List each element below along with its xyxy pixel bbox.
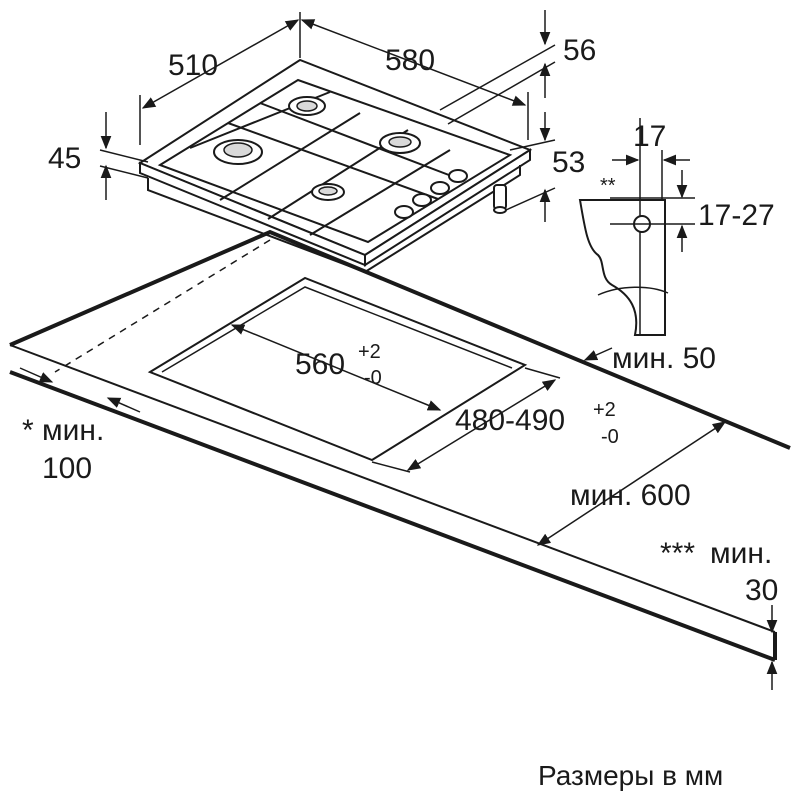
hob-base xyxy=(147,165,521,274)
dim-17: 17 xyxy=(633,120,666,153)
cutout-outline xyxy=(147,276,528,462)
dim-560-main: 560 xyxy=(295,348,345,381)
dim-min-600: мин. 600 xyxy=(570,479,691,512)
dim-min-50: мин. 50 xyxy=(612,342,716,375)
burner-rear-left xyxy=(288,96,326,116)
worktop-top-edge xyxy=(9,229,791,450)
thickness-value: 30 xyxy=(745,574,778,607)
pan-supports xyxy=(157,78,513,244)
dim-560: 560 xyxy=(295,348,345,381)
worktop xyxy=(9,229,791,662)
thickness-mark: *** xyxy=(660,537,695,570)
projection-line xyxy=(54,239,271,373)
dim-480-490-upper-tol: +2 xyxy=(593,399,616,421)
burner-rear-right xyxy=(379,132,421,154)
dim-560-upper-tol: +2 xyxy=(358,341,381,363)
cutout-dimensions xyxy=(19,324,778,690)
dim-560-lower-tol: -0 xyxy=(364,367,382,389)
hob-right-side xyxy=(364,148,531,267)
dim-480-490-lower-tol: -0 xyxy=(601,426,619,448)
hob-dimensions xyxy=(99,10,556,222)
worktop-cutout xyxy=(147,276,528,462)
mounting-bracket-detail xyxy=(578,118,695,336)
side-clearance-value: 100 xyxy=(42,452,92,485)
worktop-front-lower-edge xyxy=(9,370,776,662)
thickness-label: мин. xyxy=(710,537,772,570)
bracket-note-mark: ** xyxy=(600,175,616,197)
control-knobs xyxy=(394,169,468,219)
dim-45: 45 xyxy=(48,142,81,175)
units-caption: Размеры в мм xyxy=(538,760,723,791)
burner-front-left xyxy=(213,139,263,165)
dim-580: 580 xyxy=(385,44,435,77)
dim-480-490: 480-490 xyxy=(455,404,565,437)
worktop-front-upper-edge xyxy=(9,344,776,633)
gas-connection xyxy=(493,184,507,214)
side-clearance-label: мин. xyxy=(42,414,104,447)
burner-front-right xyxy=(311,183,345,201)
hob-top-plate xyxy=(137,58,533,257)
side-clearance-mark: * xyxy=(22,414,34,447)
cutout-inner-edge xyxy=(161,286,513,373)
dim-17-27: 17-27 xyxy=(698,199,775,232)
dim-53: 53 xyxy=(552,146,585,179)
dim-56: 56 xyxy=(563,34,596,67)
dim-510: 510 xyxy=(168,49,218,82)
